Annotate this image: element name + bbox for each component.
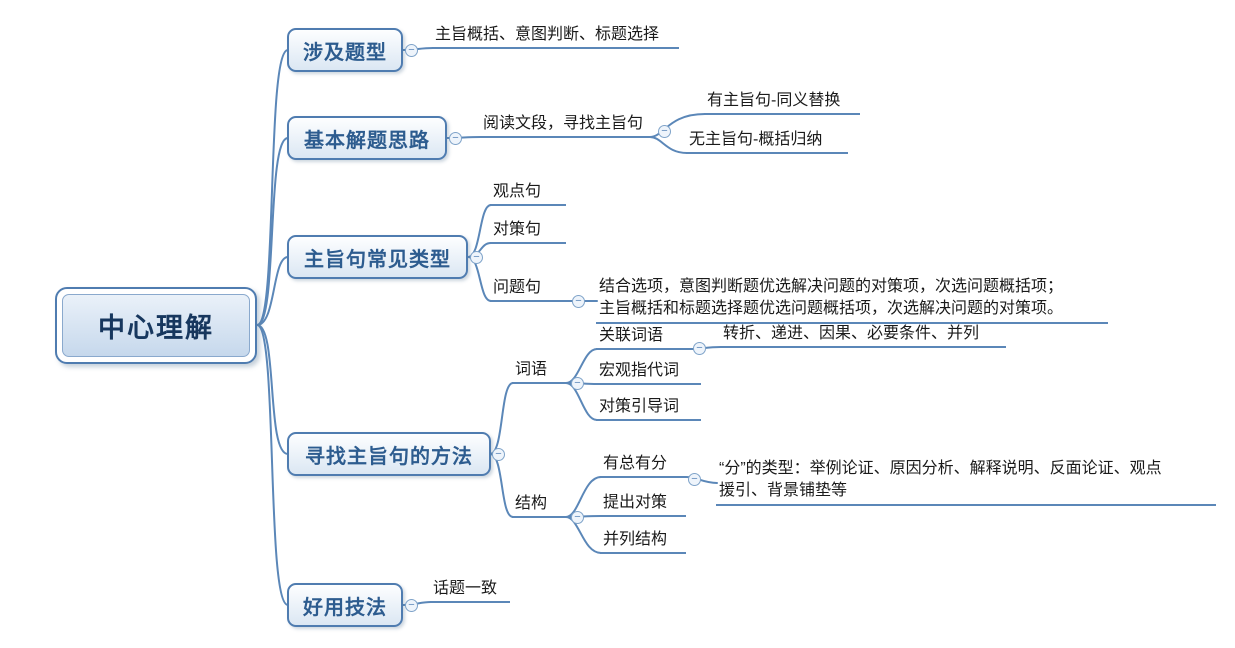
subtopic-problem-sentence-label: 问题句	[493, 279, 542, 296]
subtopic-read-passage-label: 阅读文段，寻找主旨句	[483, 115, 644, 132]
subtopic-countermeasure-sentence[interactable]: 对策句	[490, 220, 566, 244]
branch-finding-methods[interactable]: 寻找主旨句的方法	[287, 432, 491, 476]
subtopic-no-main-sentence-label: 无主旨句-概括归纳	[689, 131, 823, 148]
collapse-icon[interactable]: −	[571, 377, 584, 390]
subtopic-parallel-structure[interactable]: 并列结构	[600, 530, 686, 554]
subtopic-propose-countermeasure-label: 提出对策	[603, 494, 668, 511]
root-topic-label: 中心理解	[62, 294, 250, 357]
subtopic-parallel-structure-label: 并列结构	[603, 531, 668, 548]
collapse-icon[interactable]: −	[405, 599, 418, 612]
collapse-icon[interactable]: −	[492, 448, 505, 461]
collapse-icon[interactable]: −	[571, 511, 584, 524]
collapse-icon[interactable]: −	[658, 125, 671, 138]
branch-basic-approach[interactable]: 基本解题思路	[287, 116, 447, 160]
connector	[256, 256, 289, 326]
collapse-icon[interactable]: −	[405, 44, 418, 57]
subtopic-topic-consistency-label: 话题一致	[433, 580, 498, 597]
branch-main-sentence-types-label: 主旨句常见类型	[304, 248, 451, 271]
subtopic-topic-consistency[interactable]: 话题一致	[430, 579, 510, 603]
subtopic-general-specific-label: 有总有分	[603, 455, 668, 472]
subtopic-structure-label: 结构	[515, 495, 548, 512]
connector	[256, 49, 289, 326]
subtopic-macro-pronouns-label: 宏观指代词	[599, 362, 680, 379]
collapse-icon[interactable]: −	[449, 132, 462, 145]
connector	[467, 204, 492, 258]
connector	[565, 516, 602, 554]
branch-useful-techniques-label: 好用技法	[303, 596, 387, 619]
subtopic-macro-pronouns[interactable]: 宏观指代词	[596, 361, 701, 385]
note-problem-sentence-strategy[interactable]: 结合选项，意图判断题优选解决问题的对策项，次选问题概括项； 主旨概括和标题选择题…	[596, 254, 1108, 324]
subtopic-general-specific[interactable]: 有总有分	[600, 454, 686, 478]
connector	[649, 136, 688, 154]
root-topic[interactable]: 中心理解	[55, 287, 257, 364]
subtopic-conjunction-types[interactable]: 转折、递进、因果、必要条件、并列	[720, 324, 1006, 348]
connector	[256, 324, 289, 606]
note-specific-types[interactable]: “分”的类型：举例论证、原因分析、解释说明、反面论证、观点 援引、背景铺垫等	[716, 436, 1216, 506]
subtopic-conjunction-types-label: 转折、递进、因果、必要条件、并列	[723, 325, 980, 342]
branch-question-types[interactable]: 涉及题型	[287, 28, 403, 72]
branch-basic-approach-label: 基本解题思路	[304, 129, 430, 152]
subtopic-conjunctions[interactable]: 关联词语	[596, 326, 691, 350]
branch-question-types-label: 涉及题型	[303, 41, 387, 64]
subtopic-propose-countermeasure[interactable]: 提出对策	[600, 493, 686, 517]
collapse-icon[interactable]: −	[693, 342, 706, 355]
subtopic-has-main-sentence[interactable]: 有主旨句-同义替换	[704, 91, 860, 115]
connector	[489, 382, 514, 455]
subtopic-countermeasure-sentence-label: 对策句	[493, 221, 542, 238]
branch-useful-techniques[interactable]: 好用技法	[287, 583, 403, 627]
connector	[565, 476, 602, 518]
connector	[649, 113, 706, 138]
collapse-icon[interactable]: −	[470, 251, 483, 264]
note-specific-types-label: “分”的类型：举例论证、原因分析、解释说明、反面论证、观点 援引、背景铺垫等	[719, 460, 1162, 499]
subtopic-has-main-sentence-label: 有主旨句-同义替换	[707, 92, 841, 109]
connector	[256, 137, 289, 326]
collapse-icon[interactable]: −	[572, 295, 585, 308]
subtopic-structure[interactable]: 结构	[512, 494, 566, 518]
collapse-icon[interactable]: −	[688, 473, 701, 486]
subtopic-conjunctions-label: 关联词语	[599, 327, 664, 344]
subtopic-countermeasure-guide-words[interactable]: 对策引导词	[596, 397, 701, 421]
subtopic-no-main-sentence[interactable]: 无主旨句-概括归纳	[686, 130, 848, 154]
subtopic-question-types-detail[interactable]: 主旨概括、意图判断、标题选择	[432, 25, 679, 49]
connector	[467, 256, 492, 302]
subtopic-question-types-detail-label: 主旨概括、意图判断、标题选择	[435, 26, 660, 43]
subtopic-words-label: 词语	[515, 361, 548, 378]
connector	[489, 453, 514, 518]
subtopic-words[interactable]: 词语	[512, 360, 566, 384]
subtopic-countermeasure-guide-words-label: 对策引导词	[599, 398, 680, 415]
connector	[256, 324, 289, 455]
note-problem-sentence-strategy-label: 结合选项，意图判断题优选解决问题的对策项，次选问题概括项； 主旨概括和标题选择题…	[599, 278, 1064, 317]
branch-main-sentence-types[interactable]: 主旨句常见类型	[287, 235, 468, 279]
subtopic-viewpoint-sentence[interactable]: 观点句	[490, 182, 566, 206]
subtopic-viewpoint-sentence-label: 观点句	[493, 183, 542, 200]
connector	[565, 382, 598, 421]
subtopic-read-passage[interactable]: 阅读文段，寻找主旨句	[480, 114, 650, 138]
branch-finding-methods-label: 寻找主旨句的方法	[305, 445, 473, 468]
subtopic-problem-sentence[interactable]: 问题句	[490, 278, 566, 302]
